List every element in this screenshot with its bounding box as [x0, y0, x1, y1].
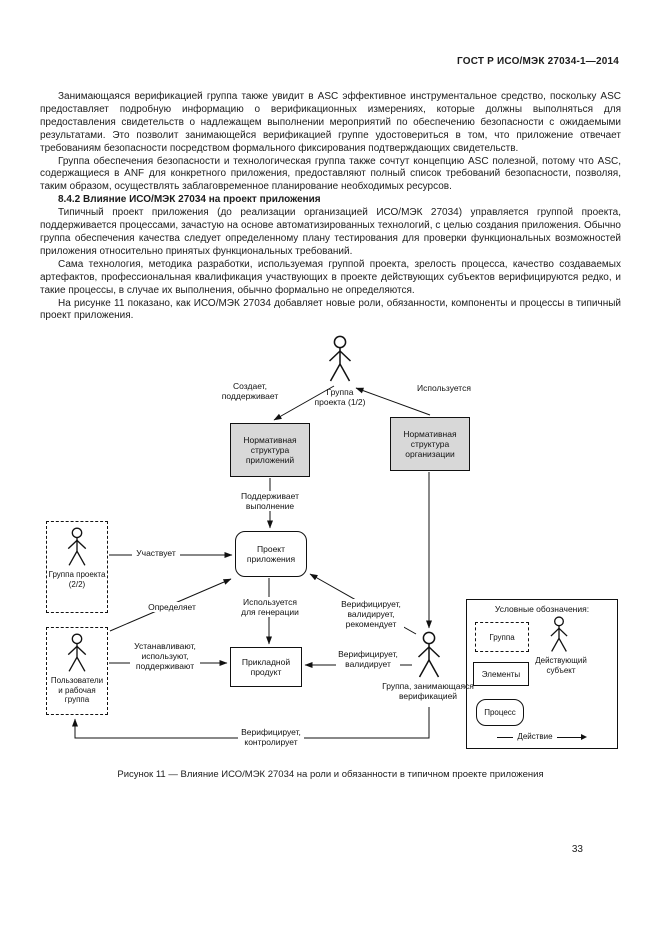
node-anf-applications: Нормативная структура приложений [230, 423, 310, 478]
legend-action-row: Действие [467, 732, 617, 741]
legend-action-arrow-head-icon [580, 734, 587, 741]
edge-participates-label: Участвует [132, 548, 180, 559]
project-team-1-person-icon [325, 335, 355, 383]
edge-generation-label: Используется для генерации [236, 597, 304, 618]
legend-elements-sample: Элементы [473, 662, 529, 687]
edge-establish-label: Устанавливают, используют, поддерживают [130, 641, 200, 672]
node-application-product: Прикладной продукт [230, 647, 302, 688]
section-heading: 8.4.2 Влияние ИСО/МЭК 27034 на проект пр… [58, 194, 321, 206]
paragraph-1: Занимающаяся верификацией группа также у… [40, 91, 621, 154]
node-application-project: Проект приложения [235, 531, 307, 578]
legend-actor-label: Действующий субъект [535, 656, 587, 675]
edge-verify-validate-label: Верифицирует, валидирует [336, 649, 400, 670]
users-label: Пользователи и рабочая группа [50, 676, 104, 705]
edge-defines-label: Определяет [144, 602, 200, 613]
document-header: ГОСТ Р ИСО/МЭК 27034-1—2014 [456, 56, 619, 67]
paragraph-4: Сама технология, методика разработки, ис… [40, 258, 621, 296]
legend-action-arrow-line [556, 736, 581, 738]
node-anf-organization: Нормативная структура организации [390, 417, 470, 472]
figure-11-diagram: Группа проекта (1/2) Создает, поддержива… [38, 331, 624, 761]
legend-title: Условные обозначения: [494, 604, 590, 615]
paragraph-2: Группа обеспечения безопасности и технол… [40, 155, 621, 193]
edge-is-used-label: Используется [417, 383, 471, 394]
users-person-icon [64, 633, 90, 673]
project-team-1-label: Группа проекта (1/2) [314, 387, 366, 408]
page-number: 33 [571, 844, 583, 855]
legend: Условные обозначения: Группа Действующий… [466, 599, 618, 750]
legend-person-icon [547, 616, 571, 653]
legend-action-label: Действие [517, 732, 553, 742]
edge-supports-label: Поддерживает выполнение [234, 491, 306, 512]
edge-creates-label: Создает, поддерживает [221, 381, 279, 402]
paragraph-5: На рисунке 11 показано, как ИСО/МЭК 2703… [40, 297, 621, 322]
legend-group-sample: Группа [475, 622, 529, 653]
legend-process-sample: Процесс [476, 699, 524, 727]
paragraph-3: Типичный проект приложения (до реализаци… [40, 207, 621, 257]
project-team-2-person-icon [64, 527, 90, 567]
verification-team-label: Группа, занимающаяся верификацией [375, 681, 481, 702]
project-team-2-label: Группа проекта (2/2) [48, 570, 106, 589]
body-text: Занимающаяся верификацией группа также у… [40, 91, 621, 323]
verification-team-person-icon [414, 631, 444, 679]
legend-action-line [497, 736, 514, 738]
edge-verify-recommend-label: Верифицирует, валидирует, рекомендует [338, 599, 404, 630]
edge-verify-control-label: Верифицирует, контролирует [238, 727, 304, 748]
figure-caption: Рисунок 11 — Влияние ИСО/МЭК 27034 на ро… [117, 769, 544, 781]
group-users: Пользователи и рабочая группа [46, 627, 108, 716]
group-project-team-2: Группа проекта (2/2) [46, 521, 108, 614]
